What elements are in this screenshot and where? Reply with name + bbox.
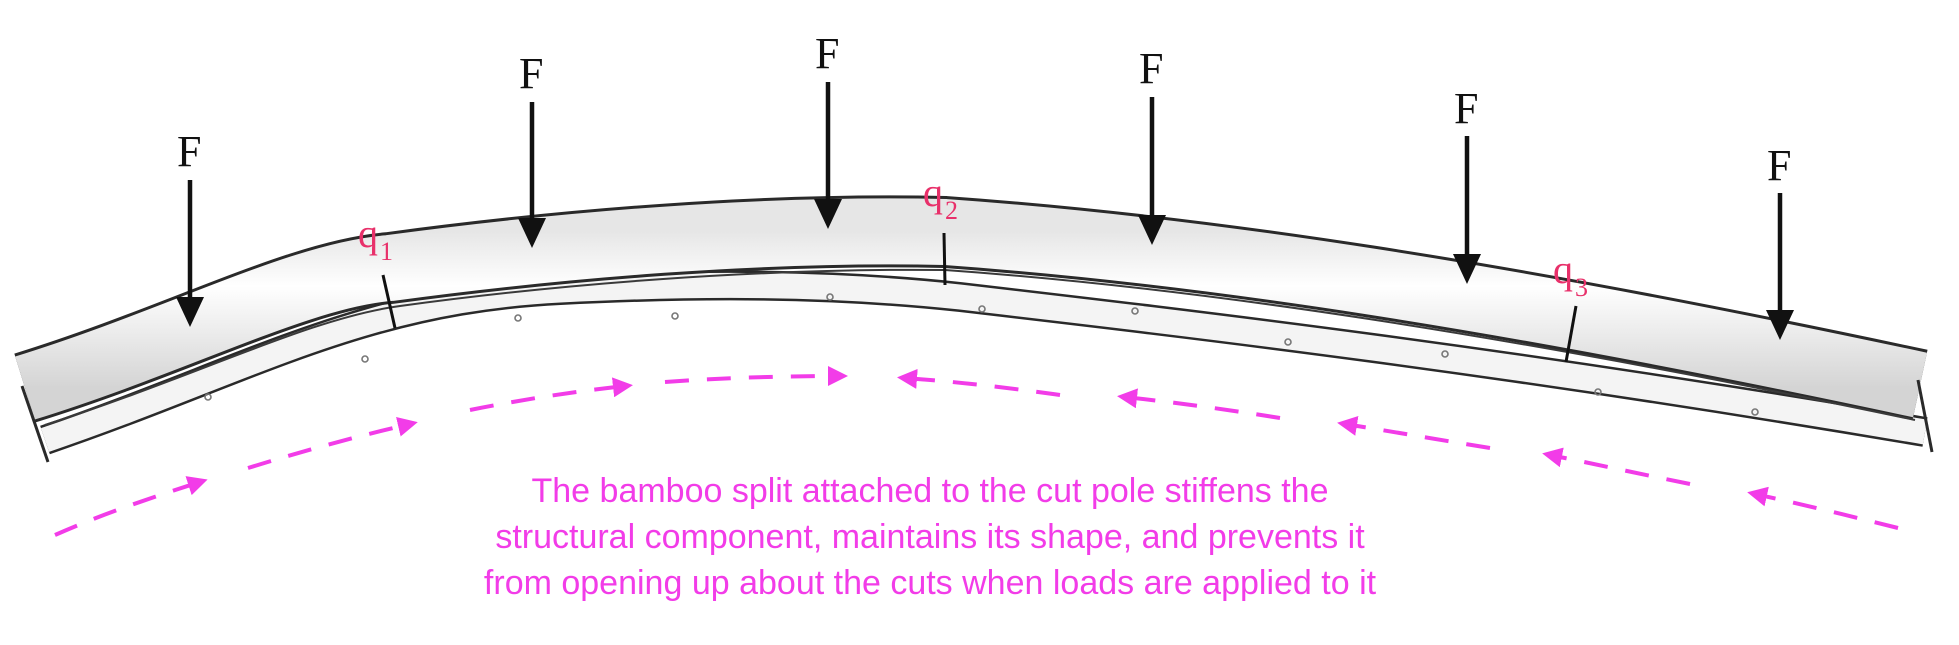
flow-arrow-left-3 bbox=[469, 377, 633, 412]
caption-line-3: from opening up about the cuts when load… bbox=[483, 564, 1377, 602]
flow-arrow-right-5 bbox=[1747, 486, 1899, 530]
cut-line-q3 bbox=[1564, 305, 1578, 363]
flow-arrow-left-1 bbox=[54, 476, 208, 537]
svg-text:1: 1 bbox=[380, 237, 393, 266]
force-arrow-5 bbox=[1453, 136, 1481, 284]
flow-arrow-right-3 bbox=[1337, 416, 1491, 450]
force-arrow-1 bbox=[176, 180, 204, 327]
flow-arrows bbox=[54, 366, 1899, 537]
bamboo-split-face bbox=[40, 272, 1928, 452]
flow-arrow-left-4 bbox=[664, 366, 848, 387]
force-label: F bbox=[1454, 84, 1478, 133]
force-arrows bbox=[176, 82, 1794, 340]
force-arrow-4 bbox=[1138, 97, 1166, 245]
force-label: F bbox=[177, 127, 201, 176]
svg-text:3: 3 bbox=[1575, 273, 1588, 302]
cut-line-q1 bbox=[381, 274, 397, 329]
cut-label-q1: q 1 bbox=[358, 211, 393, 266]
force-label: F bbox=[519, 49, 543, 98]
force-label: F bbox=[1767, 141, 1791, 190]
pole-right-end bbox=[1916, 379, 1934, 453]
flow-arrow-right-4 bbox=[1542, 447, 1691, 486]
svg-text:q: q bbox=[923, 170, 943, 215]
cut-pole-face bbox=[15, 198, 1927, 420]
caption-line-2: structural component, maintains its shap… bbox=[495, 518, 1365, 556]
force-arrow-6 bbox=[1766, 193, 1794, 340]
pole-lower-edge bbox=[44, 268, 1916, 426]
svg-text:2: 2 bbox=[945, 196, 958, 225]
cut-label-q3: q 3 bbox=[1553, 247, 1588, 302]
svg-text:q: q bbox=[1553, 247, 1573, 292]
force-label: F bbox=[1139, 44, 1163, 93]
caption-line-1: The bamboo split attached to the cut pol… bbox=[531, 472, 1329, 510]
flow-arrow-right-2 bbox=[1117, 388, 1281, 420]
flow-arrow-left-2 bbox=[247, 416, 418, 470]
diagram-caption: The bamboo split attached to the cut pol… bbox=[330, 468, 1530, 606]
svg-text:q: q bbox=[358, 211, 378, 256]
flow-arrow-right-1 bbox=[897, 368, 1061, 397]
force-arrow-2 bbox=[518, 102, 546, 248]
cut-label-q2: q 2 bbox=[923, 170, 958, 225]
force-arrow-3 bbox=[814, 82, 842, 229]
fastener-dots bbox=[204, 293, 1759, 416]
pole-left-end bbox=[20, 385, 50, 463]
cut-line-q2 bbox=[942, 232, 947, 286]
force-label: F bbox=[815, 29, 839, 78]
